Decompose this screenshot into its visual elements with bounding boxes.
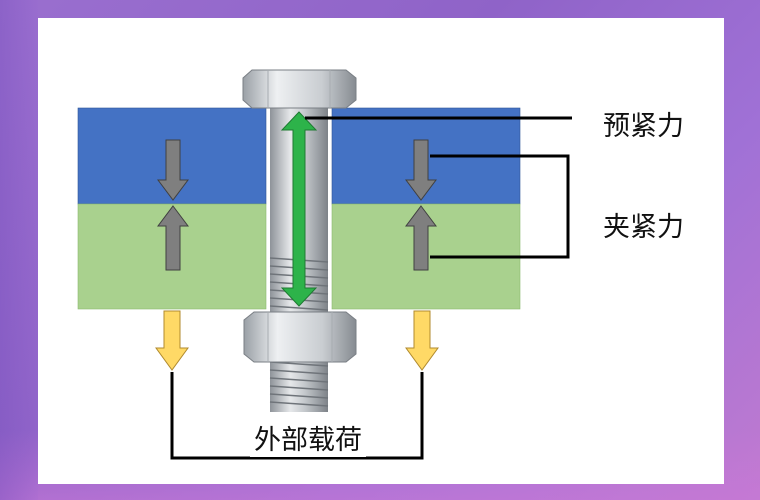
preload-arrow (280, 111, 318, 307)
external-load-label: 外部载荷 (250, 418, 366, 457)
clamp-force-arrows-right (405, 139, 437, 271)
hex-bolt-icon (242, 69, 357, 109)
clamp-leader-line (430, 154, 570, 259)
preload-label: 预紧力 (603, 111, 684, 142)
hex-nut-icon (243, 311, 357, 363)
external-load-arrow-left (155, 310, 189, 371)
external-load-arrow-right (405, 310, 439, 371)
background-streak (0, 0, 38, 500)
clamp-force-arrows-left (157, 139, 189, 271)
external-load-leader-line (170, 372, 424, 460)
clamp-force-label: 夹紧力 (603, 212, 684, 243)
